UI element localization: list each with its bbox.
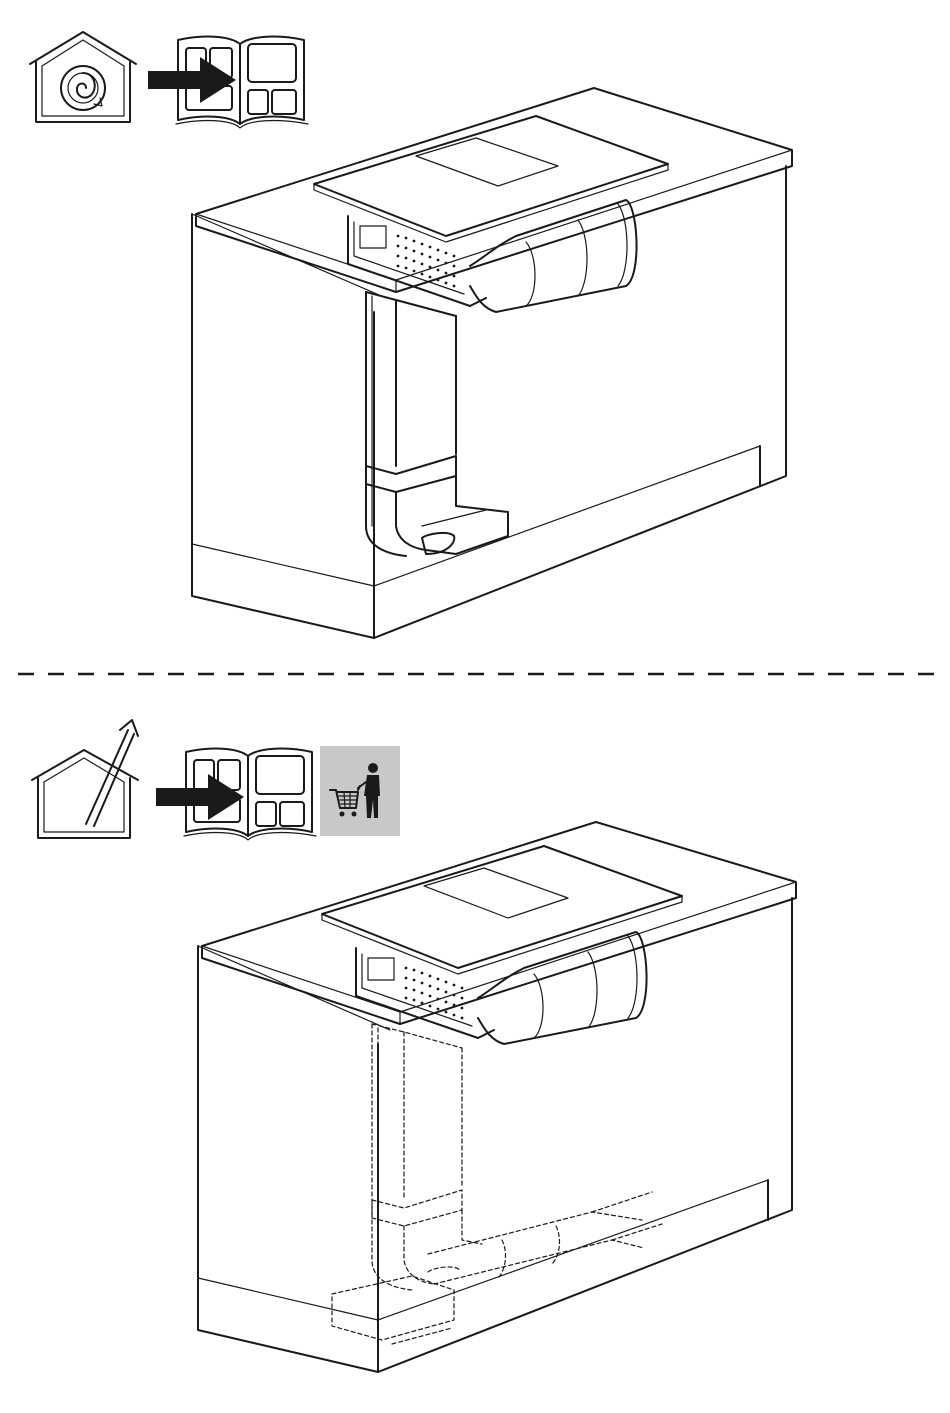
recirculation-section <box>0 0 950 660</box>
extraction-section <box>0 690 950 1413</box>
section-divider <box>18 672 944 676</box>
cabinet-extraction-illustration <box>192 820 812 1380</box>
house-exhaust-icon <box>28 718 146 842</box>
cabinet-recirculation-illustration <box>186 86 806 646</box>
house-recirculation-icon <box>24 28 142 126</box>
